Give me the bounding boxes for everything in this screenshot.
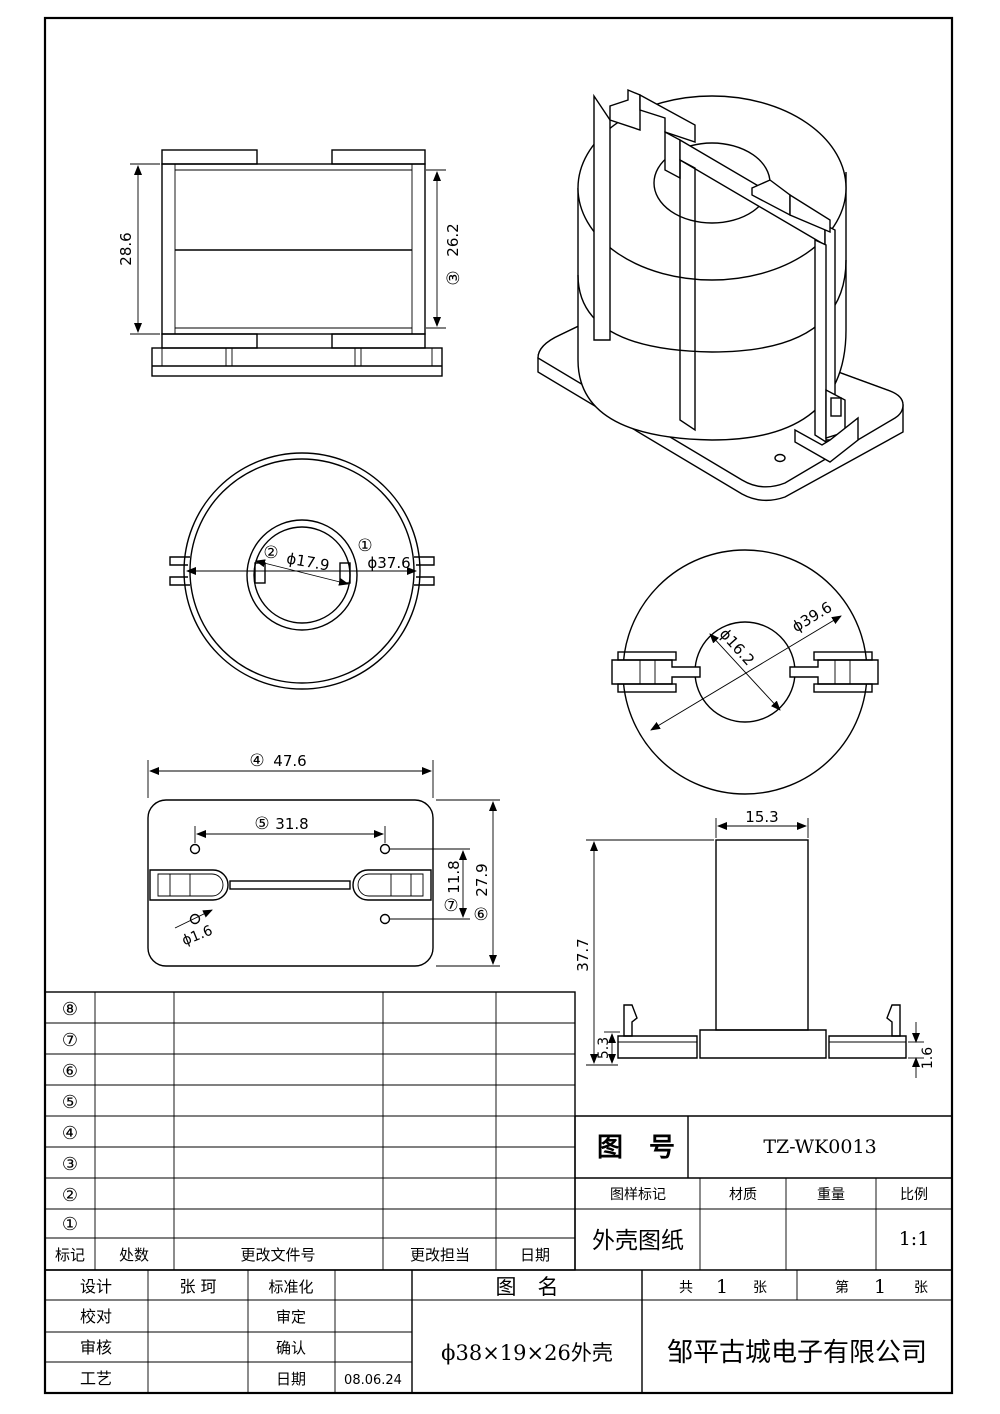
base-plate-view: ④ 47.6 ⑤ 31.8 11.8 ⑦ 27.9 ⑥ ϕ1.6 bbox=[147, 751, 500, 967]
sheet-unit: 张 bbox=[914, 1280, 928, 1296]
rev-header-file-no: 更改文件号 bbox=[240, 1246, 315, 1264]
isometric-view bbox=[537, 88, 904, 502]
rev-header-count: 处数 bbox=[119, 1246, 149, 1264]
sheet-label: 第 bbox=[835, 1279, 849, 1296]
mark-label: 图样标记 bbox=[610, 1187, 666, 1203]
rev-header-date: 日期 bbox=[520, 1246, 550, 1264]
dim-front-height: 28.6 bbox=[117, 232, 135, 265]
doc-type: 外壳图纸 bbox=[592, 1228, 684, 1254]
approve-label: 审定 bbox=[276, 1308, 306, 1326]
marker-6-base: ⑥ bbox=[473, 905, 488, 925]
dim-hole-spacing: 31.8 bbox=[275, 815, 308, 833]
name-label: 图 名 bbox=[496, 1275, 559, 1299]
rev-marker-5: ⑤ bbox=[62, 1092, 78, 1113]
title-block: 图 号 TZ-WK0013 图样标记 材质 重量 比例 外壳图纸 1:1 bbox=[574, 1115, 952, 1270]
ring-top-view: ② ϕ17.9 ① ϕ37.6 bbox=[169, 452, 435, 690]
dim-hole-dia: ϕ1.6 bbox=[180, 923, 215, 950]
sheet-border bbox=[43, 16, 954, 1395]
rev-marker-1: ① bbox=[62, 1214, 78, 1235]
date-label: 日期 bbox=[276, 1370, 306, 1388]
audit-label: 审核 bbox=[80, 1338, 112, 1357]
part-name: ϕ38×19×26外壳 bbox=[441, 1341, 613, 1365]
scale-label: 比例 bbox=[900, 1187, 928, 1203]
rev-header-mark: 标记 bbox=[55, 1246, 85, 1264]
marker-7-base: ⑦ bbox=[443, 896, 458, 916]
drawing-no: TZ-WK0013 bbox=[763, 1136, 876, 1158]
designer-name: 张 珂 bbox=[179, 1277, 216, 1296]
dim-side-base: 5.3 bbox=[596, 1037, 612, 1059]
total-value: 1 bbox=[716, 1276, 728, 1298]
check-label: 校对 bbox=[80, 1307, 112, 1326]
rev-marker-7: ⑦ bbox=[62, 1030, 78, 1051]
date-value: 08.06.24 bbox=[344, 1373, 402, 1388]
rev-header-owner: 更改担当 bbox=[410, 1246, 470, 1264]
drawing-no-label: 图 号 bbox=[597, 1133, 675, 1163]
total-label: 共 bbox=[679, 1280, 693, 1296]
rev-marker-2: ② bbox=[62, 1185, 78, 1206]
dim-side-width: 15.3 bbox=[745, 808, 778, 826]
process-label: 工艺 bbox=[80, 1369, 112, 1388]
marker-2-ring: ② bbox=[263, 543, 278, 563]
marker-3-front: ③ bbox=[444, 270, 464, 285]
dim-side-thickness: 1.6 bbox=[920, 1047, 936, 1069]
scale-value: 1:1 bbox=[899, 1228, 930, 1250]
side-view: 15.3 37.7 5.3 1.6 bbox=[574, 808, 936, 1078]
dim-ring-outer-dia: ϕ37.6 bbox=[367, 554, 410, 572]
rev-marker-6: ⑥ bbox=[62, 1061, 78, 1082]
dim-front-inner-height: 26.2 bbox=[444, 223, 462, 256]
toroid-view: ϕ39.6 ϕ16.2 bbox=[611, 549, 879, 795]
design-label: 设计 bbox=[80, 1277, 112, 1296]
total-unit: 张 bbox=[753, 1280, 767, 1296]
dim-slot-spacing: 11.8 bbox=[445, 860, 463, 893]
revision-table: ⑧ ⑦ ⑥ ⑤ ④ ③ ② ① 标记 处数 更改文件号 更改担当 日期 bbox=[44, 991, 576, 1271]
dim-toroid-outer-dia: ϕ39.6 bbox=[789, 598, 835, 636]
front-view: 28.6 26.2 ③ bbox=[117, 149, 464, 377]
rev-marker-8: ⑧ bbox=[62, 999, 78, 1020]
standard-label: 标准化 bbox=[268, 1278, 313, 1296]
dim-base-width: 47.6 bbox=[273, 752, 306, 770]
company-name: 邹平古城电子有限公司 bbox=[667, 1338, 927, 1368]
signoff-block: 设计 张 珂 标准化 校对 审定 审核 确认 工艺 日期 08.06.24 图 … bbox=[45, 1269, 952, 1393]
marker-5-base: ⑤ bbox=[254, 814, 269, 834]
marker-4-base: ④ bbox=[249, 751, 264, 771]
weight-label: 重量 bbox=[817, 1187, 845, 1203]
material-label: 材质 bbox=[729, 1187, 757, 1203]
sheet-value: 1 bbox=[874, 1276, 886, 1298]
dim-side-height: 37.7 bbox=[574, 938, 592, 971]
rev-marker-4: ④ bbox=[62, 1123, 78, 1144]
confirm-label: 确认 bbox=[276, 1339, 306, 1357]
marker-1-ring: ① bbox=[357, 536, 372, 556]
dim-base-depth: 27.9 bbox=[473, 863, 491, 896]
rev-marker-3: ③ bbox=[62, 1154, 78, 1175]
